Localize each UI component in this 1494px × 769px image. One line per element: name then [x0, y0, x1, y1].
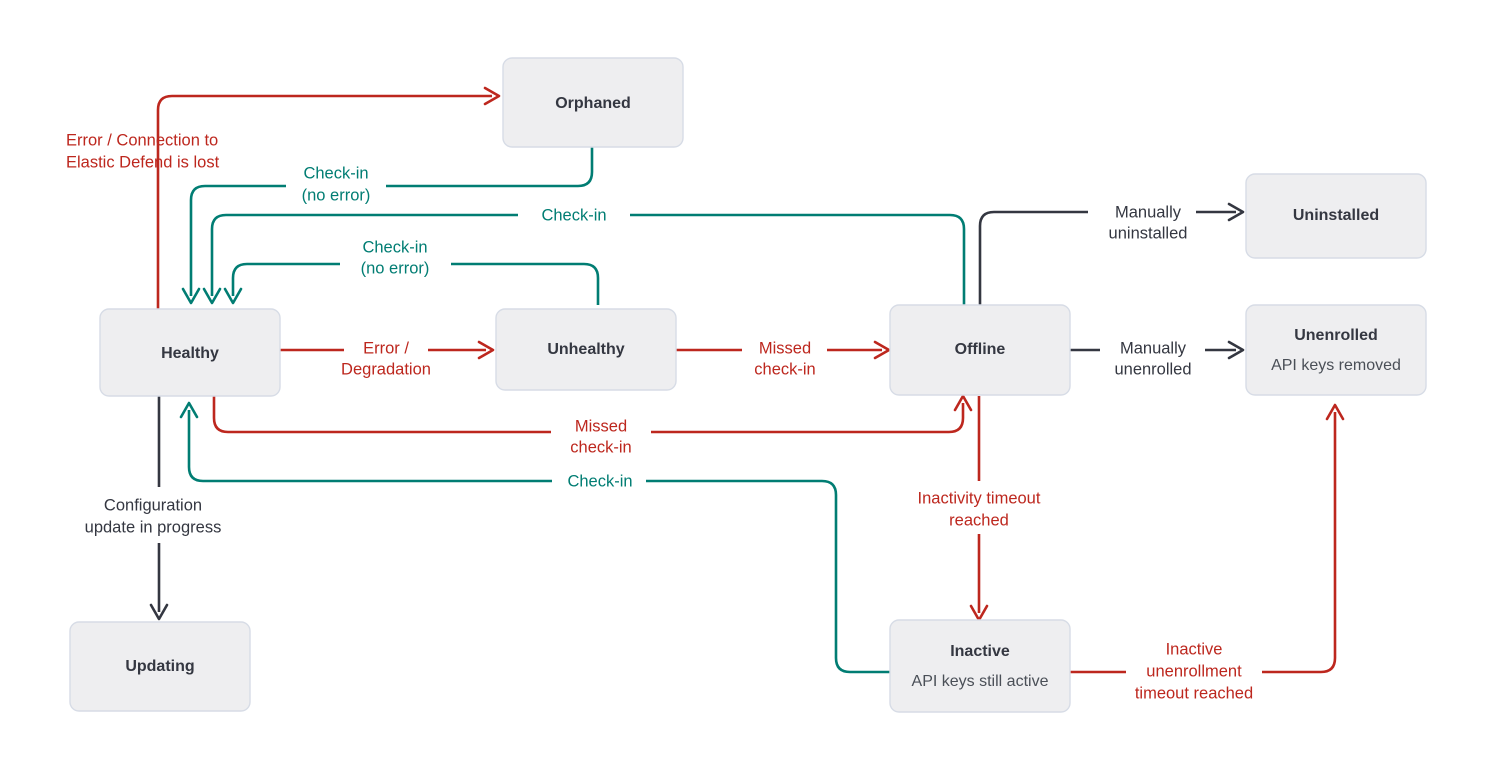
node-healthy-title: Healthy	[161, 345, 219, 362]
node-unenrolled-title: Unenrolled	[1294, 327, 1378, 344]
edge-orphaned-to-healthy	[181, 147, 594, 305]
label-healthy-to-updating-line1: Configuration	[104, 496, 202, 514]
node-inactive-box[interactable]	[889, 619, 1071, 713]
label-orphaned-to-healthy-line2: (no error)	[302, 186, 371, 204]
label-offline-to-uninstalled-line1: Manually	[1115, 203, 1182, 221]
node-orphaned-title: Orphaned	[555, 95, 631, 112]
label-inactive-to-unenrolled-line1: Inactive	[1166, 640, 1223, 658]
label-inactive-to-healthy-line1: Check-in	[567, 472, 632, 490]
edge-offline-to-uninstalled	[978, 202, 1245, 305]
label-healthy-to-offline: Missed check-in	[570, 417, 631, 456]
node-unenrolled[interactable]: Unenrolled API keys removed	[1245, 304, 1427, 396]
node-unhealthy-title: Unhealthy	[547, 341, 624, 358]
node-updating[interactable]: Updating	[69, 621, 251, 712]
label-offline-to-unenrolled: Manually unenrolled	[1114, 339, 1191, 378]
node-offline-box[interactable]	[889, 304, 1071, 396]
node-healthy-box[interactable]	[99, 308, 281, 397]
edge-offline-to-inactive	[969, 396, 989, 622]
label-healthy-to-orphaned-line2: Elastic Defend is lost	[66, 153, 220, 171]
node-orphaned-box[interactable]	[502, 57, 684, 148]
node-inactive-subtitle: API keys still active	[912, 673, 1049, 690]
label-unhealthy-to-healthy: Check-in (no error)	[361, 238, 430, 277]
label-orphaned-to-healthy: Check-in (no error)	[302, 164, 371, 204]
label-offline-to-healthy-line1: Check-in	[541, 206, 606, 224]
label-healthy-to-unhealthy-line2: Degradation	[341, 360, 431, 378]
label-healthy-to-offline-line1: Missed	[575, 417, 627, 435]
label-offline-to-inactive: Inactivity timeout reached	[918, 489, 1041, 529]
label-unhealthy-to-offline-line2: check-in	[754, 360, 815, 378]
node-uninstalled[interactable]: Uninstalled	[1245, 173, 1427, 259]
label-orphaned-to-healthy-line1: Check-in	[303, 164, 368, 182]
node-healthy[interactable]: Healthy	[99, 308, 281, 397]
edge-healthy-to-unhealthy	[280, 340, 495, 360]
edge-offline-to-healthy	[202, 213, 966, 305]
node-inactive-title: Inactive	[950, 643, 1010, 660]
node-offline[interactable]: Offline	[889, 304, 1071, 396]
edge-healthy-to-orphaned	[156, 86, 501, 395]
label-offline-to-unenrolled-line2: unenrolled	[1114, 360, 1191, 378]
node-updating-box[interactable]	[69, 621, 251, 712]
node-inactive[interactable]: Inactive API keys still active	[889, 619, 1071, 713]
label-unhealthy-to-healthy-line1: Check-in	[362, 238, 427, 256]
label-healthy-to-updating: Configuration update in progress	[85, 496, 222, 536]
label-healthy-to-unhealthy-line1: Error /	[363, 339, 409, 357]
label-inactive-to-unenrolled: Inactive unenrollment timeout reached	[1135, 640, 1253, 702]
label-inactive-to-healthy: Check-in	[567, 472, 632, 490]
label-inactive-to-unenrolled-line2: unenrollment	[1146, 662, 1242, 680]
node-offline-title: Offline	[955, 341, 1006, 358]
label-healthy-to-orphaned: Error / Connection to Elastic Defend is …	[66, 131, 220, 171]
node-uninstalled-box[interactable]	[1245, 173, 1427, 259]
label-healthy-to-offline-line2: check-in	[570, 438, 631, 456]
edge-unhealthy-to-offline	[676, 340, 891, 360]
edge-unhealthy-to-healthy	[223, 262, 600, 305]
label-offline-to-healthy: Check-in	[541, 206, 606, 224]
label-inactive-to-unenrolled-line3: timeout reached	[1135, 684, 1253, 702]
edge-offline-to-unenrolled	[1070, 340, 1245, 360]
edge-healthy-to-offline	[212, 394, 973, 434]
node-uninstalled-title: Uninstalled	[1293, 207, 1379, 224]
edge-healthy-to-updating	[149, 396, 169, 621]
label-unhealthy-to-offline: Missed check-in	[754, 339, 815, 378]
label-offline-to-inactive-line2: reached	[949, 511, 1009, 529]
label-healthy-to-orphaned-line1: Error / Connection to	[66, 131, 218, 149]
node-unenrolled-box[interactable]	[1245, 304, 1427, 396]
label-offline-to-uninstalled: Manually uninstalled	[1109, 203, 1188, 242]
label-offline-to-unenrolled-line1: Manually	[1120, 339, 1187, 357]
label-offline-to-uninstalled-line2: uninstalled	[1109, 224, 1188, 242]
label-unhealthy-to-healthy-line2: (no error)	[361, 259, 430, 277]
node-updating-title: Updating	[125, 658, 194, 675]
node-unenrolled-subtitle: API keys removed	[1271, 357, 1401, 374]
node-unhealthy-box[interactable]	[495, 308, 677, 391]
node-orphaned[interactable]: Orphaned	[502, 57, 684, 148]
label-healthy-to-unhealthy: Error / Degradation	[341, 339, 431, 378]
edge-inactive-to-unenrolled	[1070, 403, 1345, 674]
node-unhealthy[interactable]: Unhealthy	[495, 308, 677, 391]
label-offline-to-inactive-line1: Inactivity timeout	[918, 489, 1041, 507]
label-unhealthy-to-offline-line1: Missed	[759, 339, 811, 357]
edge-inactive-to-healthy	[179, 401, 890, 674]
label-healthy-to-updating-line2: update in progress	[85, 518, 222, 536]
